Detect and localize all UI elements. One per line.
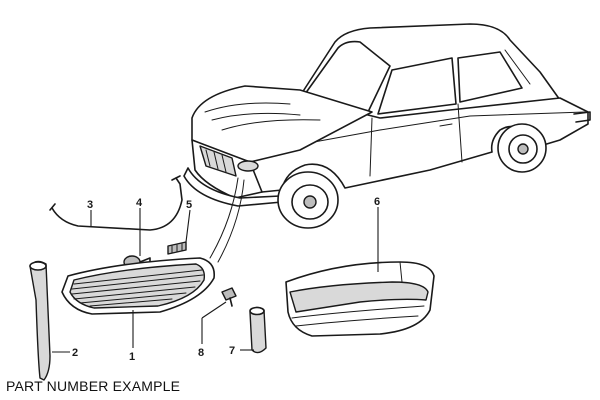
car-side-window-front <box>377 57 457 115</box>
car-side-window-rear <box>457 51 523 103</box>
car-front-grille <box>199 145 237 177</box>
part-2-trim-strip <box>29 260 51 381</box>
callout-8: 8 <box>198 347 204 359</box>
part-1-grille <box>61 257 216 315</box>
callout-2: 2 <box>72 347 78 359</box>
part-6-bumper-corner <box>285 261 435 337</box>
callout-7: 7 <box>229 345 235 357</box>
callout-6: 6 <box>374 196 380 208</box>
part-8-screw <box>221 287 237 307</box>
callout-5: 5 <box>186 199 192 211</box>
car-rear-wheel <box>497 123 547 173</box>
car-front-bumper <box>183 167 283 207</box>
callout-1: 1 <box>129 351 135 363</box>
callout-4: 4 <box>136 197 143 209</box>
car-illustration <box>183 23 591 229</box>
car-headlight <box>237 160 259 172</box>
part-3-trim-rod <box>51 177 183 231</box>
car-windshield <box>304 40 391 113</box>
car-front-wheel <box>277 171 339 229</box>
caption-part-number-example: PART NUMBER EXAMPLE <box>6 378 181 394</box>
callout-3: 3 <box>87 199 93 211</box>
